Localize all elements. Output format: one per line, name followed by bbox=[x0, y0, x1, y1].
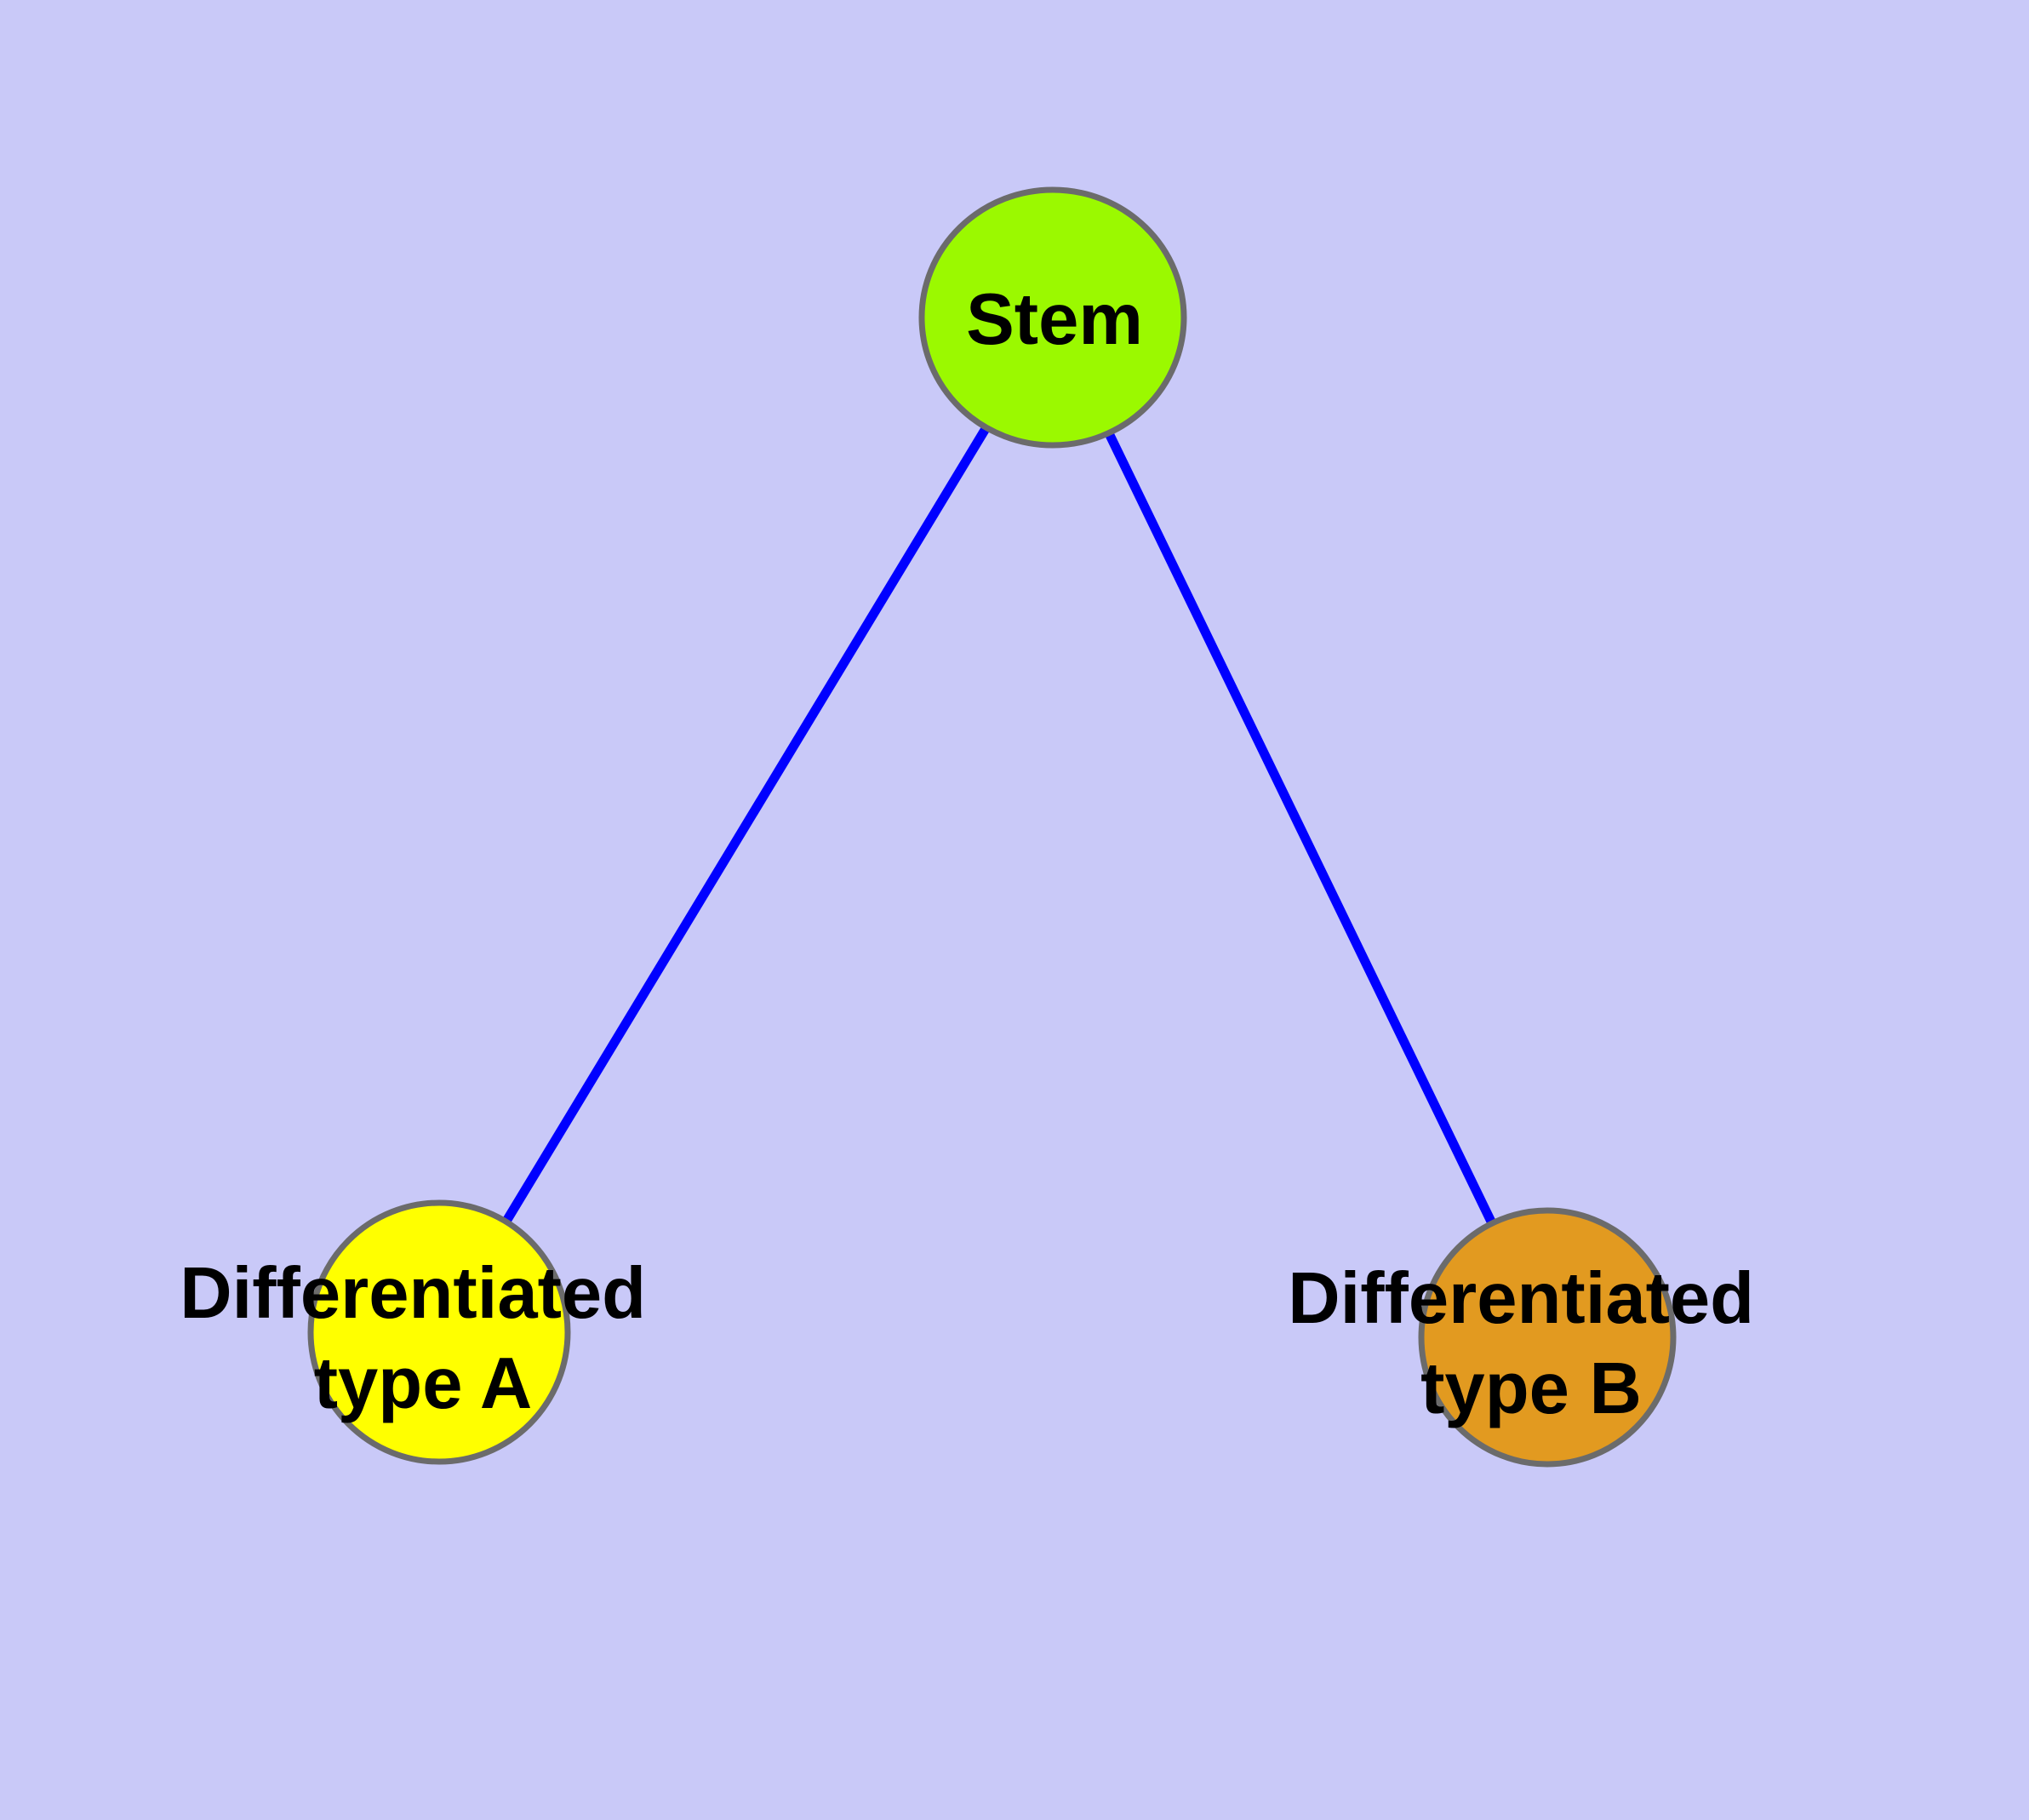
node-differentiated-type-a: Differentiated type A bbox=[180, 1199, 666, 1465]
node-type-a-label: Differentiated type A bbox=[180, 1253, 666, 1424]
node-type-b-label-line1: Differentiated bbox=[1288, 1258, 1754, 1339]
edge-stem-to-type-b bbox=[1049, 315, 1552, 1340]
node-type-a-label-line2: type A bbox=[314, 1343, 533, 1424]
node-type-b-label: Differentiated type B bbox=[1288, 1258, 1774, 1429]
node-stem-circle bbox=[918, 186, 1187, 449]
node-type-a-circle bbox=[307, 1199, 571, 1465]
node-stem: Stem bbox=[918, 186, 1187, 449]
edge-stem-to-type-a bbox=[435, 315, 1057, 1335]
node-type-b-circle bbox=[1418, 1207, 1677, 1468]
node-differentiated-type-b: Differentiated type B bbox=[1288, 1207, 1774, 1468]
node-type-b-label-line2: type B bbox=[1420, 1348, 1642, 1429]
node-type-a-label-line1: Differentiated bbox=[180, 1253, 646, 1334]
node-stem-label: Stem bbox=[966, 279, 1143, 360]
